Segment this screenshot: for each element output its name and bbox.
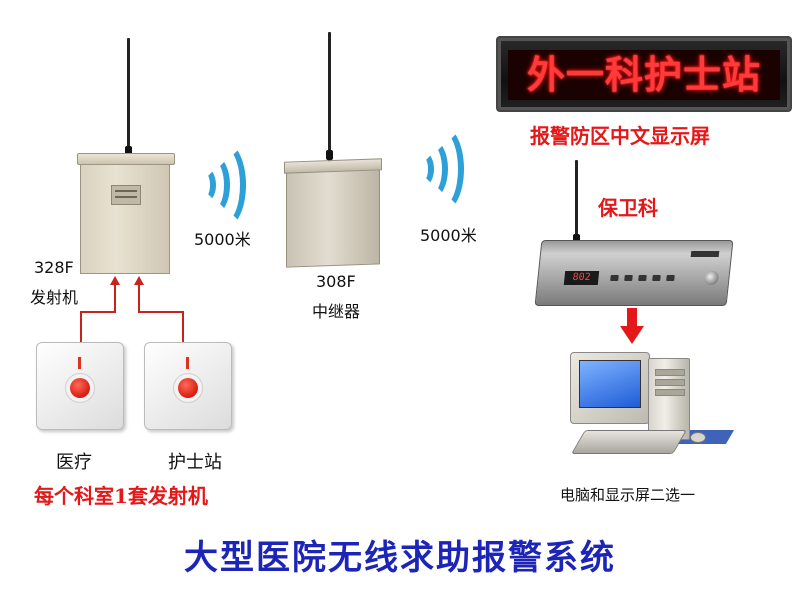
per-department-note: 每个科室1套发射机: [34, 484, 208, 508]
connector-line: [80, 311, 82, 345]
receiver-button: [638, 275, 647, 281]
arrow-up-icon: [134, 276, 144, 285]
led-display-text: 外一科护士站: [508, 50, 780, 100]
button-nurse-station-label: 护士站: [168, 452, 222, 473]
computer-mouse: [690, 432, 706, 443]
receiver-button: [652, 275, 661, 281]
receiver-knob: [703, 271, 720, 285]
repeater-name: 中继器: [312, 302, 361, 321]
receiver-button: [624, 275, 633, 281]
button-marker: [186, 357, 189, 369]
arrow-down-head: [620, 326, 644, 344]
security-dept-label: 保卫科: [598, 196, 658, 220]
repeater-model: 308F: [316, 272, 356, 291]
button-ring: [65, 373, 95, 403]
page-title: 大型医院无线求助报警系统: [184, 538, 616, 578]
repeater-lid: [284, 158, 382, 174]
repeater-antenna: [328, 32, 331, 162]
transmitter-nameplate: [111, 185, 141, 205]
computer-screen: [579, 360, 641, 408]
red-call-button-icon: [178, 378, 198, 398]
wireless-signal-icon: [414, 124, 464, 212]
receiver-antenna-base: [573, 234, 580, 244]
led-display-sign: 外一科护士站: [496, 36, 792, 112]
button-marker: [78, 357, 81, 369]
repeater-antenna-base: [326, 150, 333, 160]
connector-line: [138, 284, 140, 312]
alarm-zone-display-label: 报警防区中文显示屏: [530, 124, 710, 148]
computer-keyboard: [571, 430, 687, 454]
transmitter-328f: [77, 153, 175, 274]
receiver-digital-display: 802: [563, 271, 600, 285]
receiver-badge: [690, 251, 720, 257]
transmitter-lid: [77, 153, 175, 165]
receiver-button: [666, 275, 675, 281]
distance-label-2: 5000米: [420, 226, 477, 245]
transmitter-model: 328F: [34, 258, 74, 277]
transmitter-antenna-base: [125, 146, 132, 156]
repeater-308f: [284, 158, 382, 268]
connector-line: [182, 311, 184, 345]
button-ring: [173, 373, 203, 403]
call-button-nurse-station: [144, 342, 232, 430]
receiver-button: [610, 275, 619, 281]
computer-tower: [648, 358, 690, 440]
drive-slot: [655, 379, 685, 386]
drive-slot: [655, 369, 685, 376]
wireless-signal-icon: [196, 140, 246, 228]
button-medical-label: 医疗: [56, 452, 92, 473]
alarm-receiver-host: 802: [534, 240, 734, 306]
arrow-down-icon: [627, 308, 637, 328]
red-call-button-icon: [70, 378, 90, 398]
distance-label-1: 5000米: [194, 230, 251, 249]
connector-line: [80, 311, 116, 313]
pc-or-display-label: 电脑和显示屏二选一: [560, 486, 696, 504]
connector-line: [138, 311, 184, 313]
arrow-up-icon: [110, 276, 120, 285]
receiver-antenna: [575, 160, 578, 246]
transmitter-antenna: [127, 38, 130, 162]
call-button-medical: [36, 342, 124, 430]
connector-line: [114, 284, 116, 312]
computer-monitor: [570, 352, 650, 424]
drive-slot: [655, 389, 685, 396]
transmitter-name: 发射机: [30, 288, 79, 307]
